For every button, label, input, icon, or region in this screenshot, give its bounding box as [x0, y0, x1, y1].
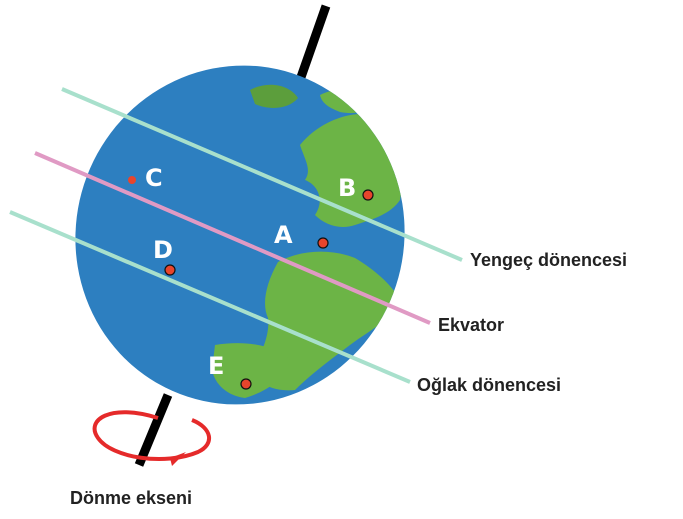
tropic-of-cancer-line [61, 87, 463, 262]
rotation-axis-label: Dönme ekseni [70, 488, 192, 508]
night-shadow [60, 50, 440, 430]
point-d: D [153, 236, 176, 276]
point-label-d: D [153, 236, 173, 264]
point-label-a: A [274, 221, 293, 249]
equator-label: Ekvator [438, 315, 504, 335]
equator-line [34, 151, 431, 325]
point-c: C [128, 164, 163, 192]
rotation-axis-bottom [134, 393, 173, 467]
point-e: E [208, 352, 252, 390]
tropic-of-capricorn-line [9, 210, 411, 384]
tropic-of-cancer-label: Yengeç dönencesi [470, 250, 627, 270]
point-b: B [338, 174, 374, 202]
point-label-b: B [338, 174, 356, 202]
rotation-arrow [92, 410, 211, 466]
point-label-e: E [208, 352, 224, 380]
tropic-of-capricorn-label: Oğlak dönencesi [417, 375, 561, 395]
globe [60, 50, 440, 430]
point-label-c: C [145, 164, 163, 192]
point-a: A [274, 221, 329, 249]
rotation-axis-top [295, 4, 331, 82]
